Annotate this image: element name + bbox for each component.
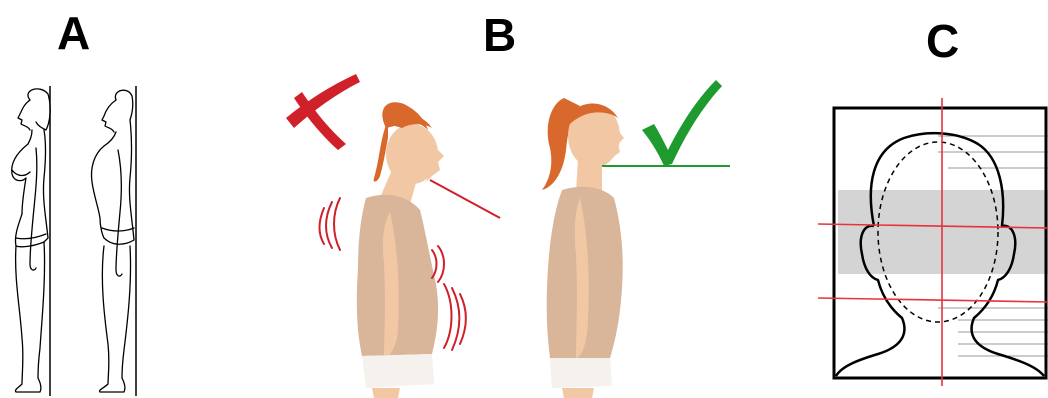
good-posture-figure <box>542 98 730 398</box>
cross-mark-icon <box>286 74 360 150</box>
female-figure <box>12 89 50 392</box>
panel-label-a: A <box>57 10 90 56</box>
panel-c-head-frame <box>808 96 1048 396</box>
panel-b-postures <box>280 58 750 398</box>
male-figure <box>92 90 135 392</box>
check-mark-icon <box>642 80 722 166</box>
panel-label-b: B <box>483 12 516 58</box>
bad-posture-figure <box>320 102 501 398</box>
forward-head-line <box>430 180 500 218</box>
panel-a-figures <box>0 78 200 398</box>
gray-band <box>838 190 1048 274</box>
panel-label-c: C <box>926 18 959 64</box>
